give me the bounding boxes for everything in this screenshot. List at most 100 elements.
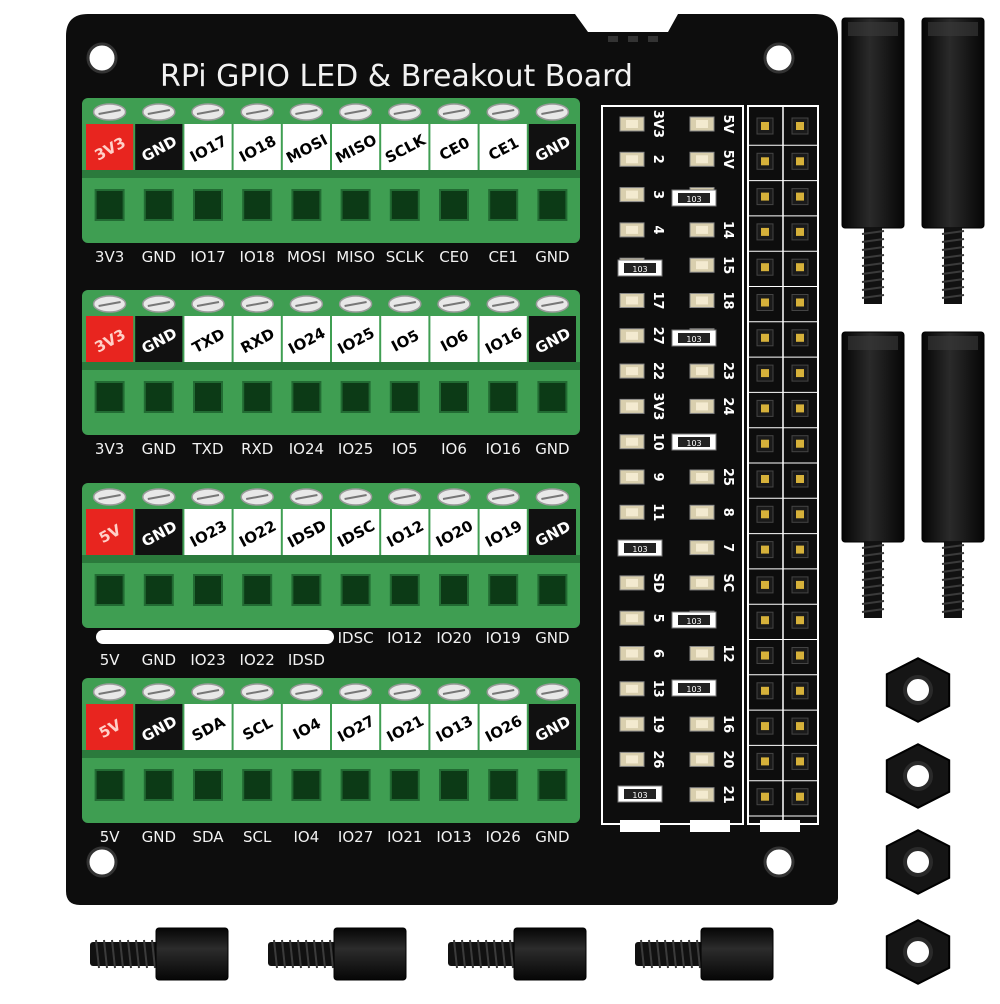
screw-terminal[interactable] <box>142 295 176 313</box>
wire-opening[interactable] <box>242 769 273 801</box>
screw-terminal[interactable] <box>142 683 176 701</box>
wire-opening[interactable] <box>488 189 519 221</box>
gpio-header-pin[interactable] <box>756 223 774 241</box>
screw-terminal[interactable] <box>92 295 127 313</box>
wire-opening[interactable] <box>389 769 420 801</box>
wire-opening[interactable] <box>389 189 420 221</box>
wire-opening[interactable] <box>291 381 322 413</box>
screw-terminal[interactable] <box>388 103 422 121</box>
screw-terminal[interactable] <box>486 295 520 313</box>
screw-terminal[interactable] <box>388 683 422 701</box>
gpio-header-pin[interactable] <box>756 682 774 700</box>
wire-opening[interactable] <box>439 769 469 801</box>
wire-opening[interactable] <box>94 574 125 606</box>
screw-terminal[interactable] <box>191 488 225 506</box>
screw-terminal[interactable] <box>388 488 422 506</box>
wire-opening[interactable] <box>143 189 174 221</box>
wire-opening[interactable] <box>340 189 371 221</box>
screw-terminal[interactable] <box>240 683 274 701</box>
screw-terminal[interactable] <box>338 683 373 701</box>
gpio-header-pin[interactable] <box>756 611 774 629</box>
wire-opening[interactable] <box>488 574 519 606</box>
screw-terminal[interactable] <box>92 683 127 701</box>
gpio-header-pin[interactable] <box>791 294 809 311</box>
wire-opening[interactable] <box>242 381 273 413</box>
gpio-header-pin[interactable] <box>791 364 809 382</box>
screw-terminal[interactable] <box>142 103 176 121</box>
gpio-header-pin[interactable] <box>756 576 774 594</box>
wire-opening[interactable] <box>537 381 568 413</box>
wire-opening[interactable] <box>439 574 469 606</box>
wire-opening[interactable] <box>537 769 568 801</box>
screw-terminal[interactable] <box>338 488 373 506</box>
wire-opening[interactable] <box>389 381 420 413</box>
wire-opening[interactable] <box>143 381 174 413</box>
wire-opening[interactable] <box>94 769 125 801</box>
gpio-header-pin[interactable] <box>756 788 774 806</box>
wire-opening[interactable] <box>193 189 223 221</box>
gpio-header-pin[interactable] <box>756 294 774 311</box>
gpio-header-pin[interactable] <box>756 117 774 135</box>
wire-opening[interactable] <box>193 381 223 413</box>
wire-opening[interactable] <box>242 189 273 221</box>
screw-terminal[interactable] <box>240 488 274 506</box>
screw-terminal[interactable] <box>535 103 570 121</box>
screw-terminal[interactable] <box>388 295 422 313</box>
wire-opening[interactable] <box>488 769 519 801</box>
wire-opening[interactable] <box>291 189 322 221</box>
screw-terminal[interactable] <box>437 103 471 121</box>
gpio-header-pin[interactable] <box>791 752 809 770</box>
wire-opening[interactable] <box>340 381 371 413</box>
gpio-header-pin[interactable] <box>791 576 809 594</box>
screw-terminal[interactable] <box>289 103 324 121</box>
wire-opening[interactable] <box>193 769 223 801</box>
screw-terminal[interactable] <box>486 103 520 121</box>
gpio-header-pin[interactable] <box>756 717 774 735</box>
gpio-header-pin[interactable] <box>791 788 809 806</box>
gpio-header-pin[interactable] <box>791 188 809 206</box>
gpio-header-pin[interactable] <box>791 399 809 417</box>
gpio-header-pin[interactable] <box>791 435 809 453</box>
screw-terminal[interactable] <box>191 103 225 121</box>
gpio-header-pin[interactable] <box>791 470 809 488</box>
gpio-header-pin[interactable] <box>756 470 774 488</box>
gpio-header-pin[interactable] <box>756 329 774 347</box>
gpio-header-pin[interactable] <box>791 117 809 135</box>
wire-opening[interactable] <box>291 769 322 801</box>
screw-terminal[interactable] <box>535 683 570 701</box>
wire-opening[interactable] <box>340 574 371 606</box>
gpio-header-pin[interactable] <box>756 399 774 417</box>
gpio-header-pin[interactable] <box>791 611 809 629</box>
gpio-header-pin[interactable] <box>756 505 774 523</box>
gpio-header-pin[interactable] <box>791 223 809 241</box>
screw-terminal[interactable] <box>191 683 225 701</box>
screw-terminal[interactable] <box>289 295 324 313</box>
screw-terminal[interactable] <box>486 488 520 506</box>
screw-terminal[interactable] <box>535 295 570 313</box>
screw-terminal[interactable] <box>437 683 471 701</box>
gpio-header-pin[interactable] <box>756 152 774 170</box>
gpio-header-pin[interactable] <box>791 329 809 347</box>
wire-opening[interactable] <box>488 381 519 413</box>
gpio-header-pin[interactable] <box>791 717 809 735</box>
screw-terminal[interactable] <box>437 295 471 313</box>
screw-terminal[interactable] <box>191 295 225 313</box>
gpio-header-pin[interactable] <box>791 682 809 700</box>
wire-opening[interactable] <box>242 574 273 606</box>
wire-opening[interactable] <box>94 381 125 413</box>
screw-terminal[interactable] <box>92 103 127 121</box>
wire-opening[interactable] <box>537 574 568 606</box>
screw-terminal[interactable] <box>142 488 176 506</box>
gpio-header-pin[interactable] <box>791 647 809 664</box>
gpio-header-pin[interactable] <box>756 647 774 664</box>
screw-terminal[interactable] <box>240 103 274 121</box>
gpio-header-pin[interactable] <box>756 541 774 559</box>
wire-opening[interactable] <box>143 574 174 606</box>
wire-opening[interactable] <box>340 769 371 801</box>
wire-opening[interactable] <box>193 574 223 606</box>
gpio-header-pin[interactable] <box>791 258 809 276</box>
gpio-header-pin[interactable] <box>756 364 774 382</box>
wire-opening[interactable] <box>537 189 568 221</box>
gpio-header-pin[interactable] <box>756 752 774 770</box>
gpio-header-pin[interactable] <box>791 505 809 523</box>
